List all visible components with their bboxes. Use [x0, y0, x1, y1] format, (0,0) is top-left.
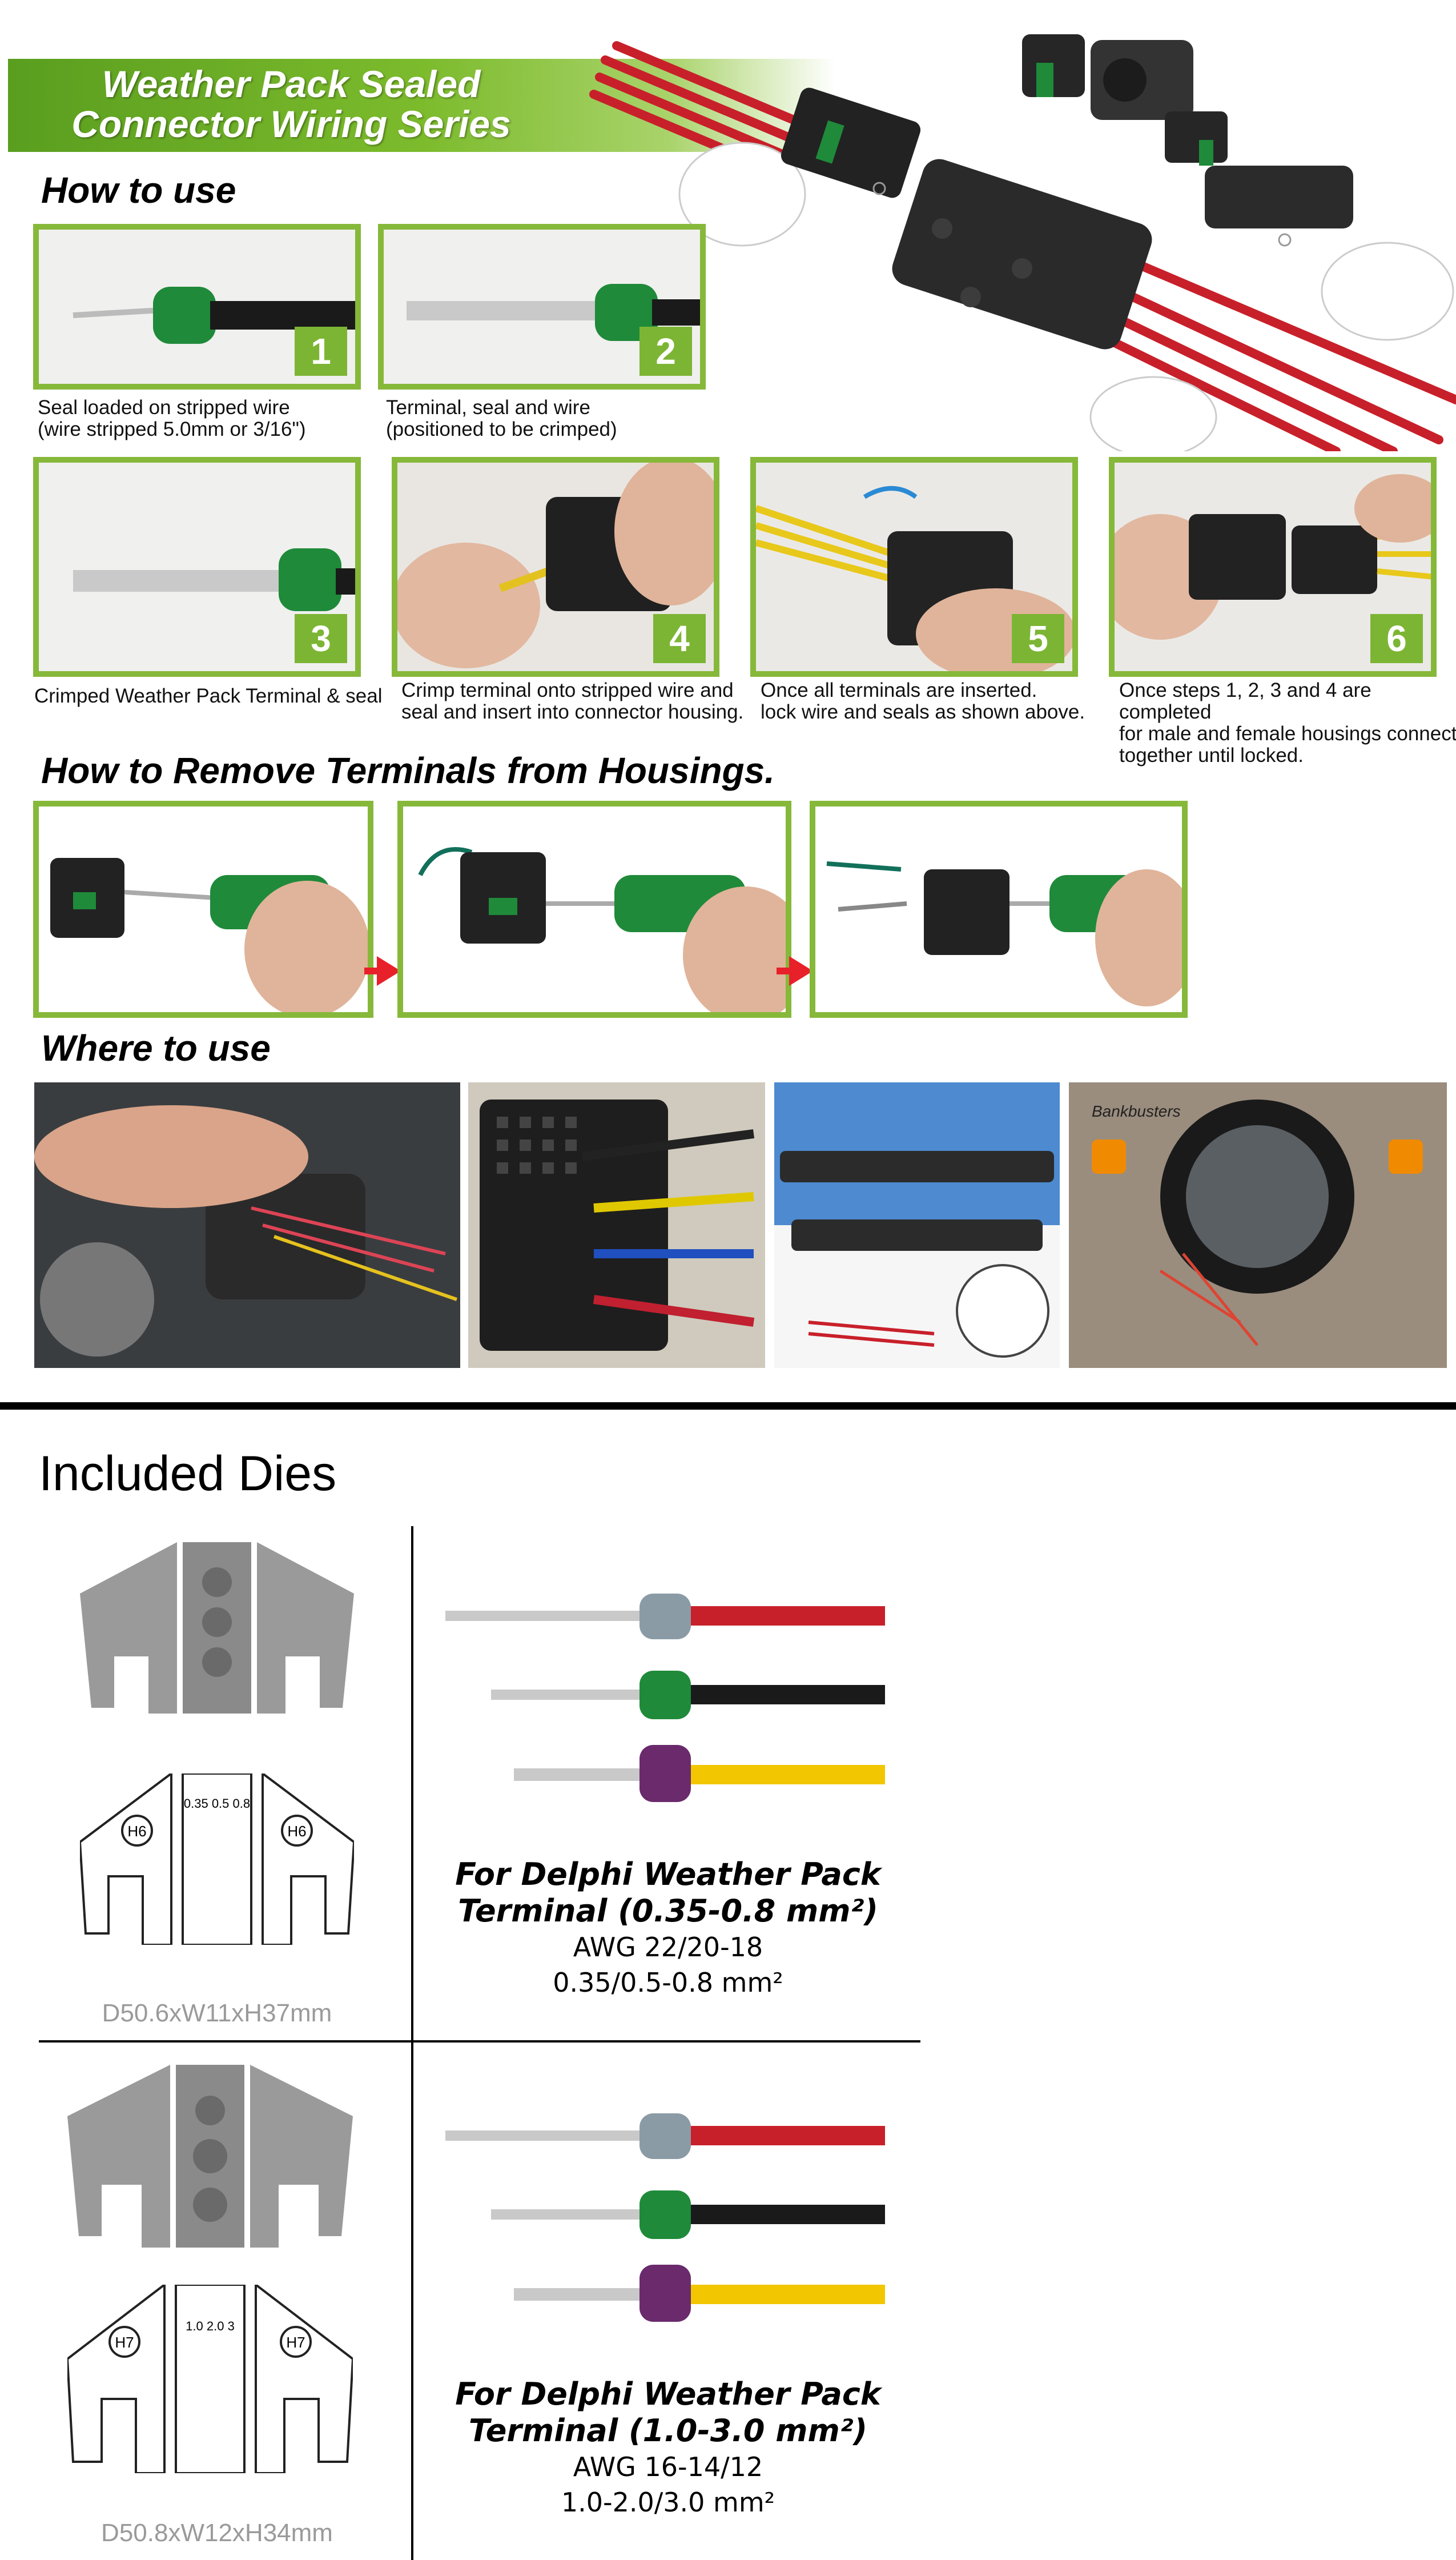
die-h6-photo	[80, 1542, 354, 1714]
step-1-panel: 1	[33, 224, 361, 390]
step-4-illustration	[397, 463, 714, 671]
included-dies-heading: Included Dies	[39, 1446, 337, 1501]
die-h6-terminals	[445, 1594, 885, 1802]
banner-line-2: Connector Wiring Series	[71, 103, 511, 145]
remove-step-3-panel	[810, 801, 1188, 1018]
step-6-caption: Once steps 1, 2, 3 and 4 are completed f…	[1119, 679, 1456, 767]
usage-photo-light-bar	[774, 1082, 1060, 1368]
die-h6-title-line-2: Terminal (0.35-0.8 mm²)	[458, 1893, 878, 1929]
die-h7-code-right: H7	[286, 2334, 305, 2351]
step-5-panel: 5	[750, 457, 1078, 677]
connector-product-photo	[589, 34, 1456, 451]
usage-photo-engine	[34, 1082, 460, 1368]
step-6-panel: 6	[1109, 457, 1437, 677]
die-h7-awg: AWG 16-14/12	[573, 2451, 763, 2482]
step-4-panel: 4	[392, 457, 719, 677]
die-h6-code-left: H6	[127, 1823, 146, 1840]
usage-photo-motorcycle: Bankbusters	[1069, 1082, 1447, 1368]
step-2-caption: Terminal, seal and wire (positioned to b…	[386, 396, 617, 440]
remove-step-3-illustration	[815, 806, 1182, 1012]
step-1-number-badge: 1	[295, 327, 347, 376]
usage-photo-fuse-box	[468, 1082, 765, 1368]
step-3-caption: Crimped Weather Pack Terminal & seal	[34, 685, 383, 707]
title-banner-text: Weather Pack Sealed Connector Wiring Ser…	[34, 64, 548, 144]
die-h6-code-right: H6	[287, 1823, 306, 1840]
die-h7-terminals	[445, 2113, 885, 2322]
die-h6-sizes: 0.35/0.5-0.8 mm²	[553, 1967, 783, 1998]
remove-step-2-illustration	[403, 806, 786, 1012]
step-4-caption: Crimp terminal onto stripped wire and se…	[401, 679, 744, 723]
step-5-illustration	[756, 463, 1072, 671]
step-2-number-badge: 2	[639, 327, 692, 376]
die-h7-dimensions: D50.8xW12xH34mm	[101, 2519, 333, 2547]
step-3-number-badge: 3	[295, 614, 347, 663]
step-2-panel: 2	[378, 224, 706, 390]
remove-step-1-illustration	[39, 806, 368, 1012]
remove-arrow-1-icon	[377, 956, 401, 986]
step-3-panel: 3	[33, 457, 361, 677]
die-h7-title-line-1: For Delphi Weather Pack	[455, 2376, 881, 2412]
dies-horizontal-divider	[39, 2040, 920, 2043]
step-6-number-badge: 6	[1370, 614, 1423, 663]
step-5-caption: Once all terminals are inserted. lock wi…	[761, 679, 1085, 723]
die-h6-marks: 0.35 0.5 0.8	[184, 1796, 250, 1811]
die-h7-drawing: H7 H7 1.0 2.0 3	[67, 2285, 353, 2473]
step-1-caption: Seal loaded on stripped wire (wire strip…	[38, 396, 306, 440]
remove-step-1-panel	[33, 801, 373, 1018]
die-h6-title-line-1: For Delphi Weather Pack	[455, 1856, 881, 1892]
die-h6-description: For Delphi Weather Pack Terminal (0.35-0…	[411, 1856, 925, 2000]
die-h7-photo	[67, 2065, 353, 2248]
dies-vertical-divider	[411, 1526, 413, 2560]
remove-arrow-2-icon	[789, 956, 813, 986]
step-5-number-badge: 5	[1012, 614, 1064, 663]
banner-line-1: Weather Pack Sealed	[102, 63, 481, 105]
remove-terminals-heading: How to Remove Terminals from Housings.	[41, 750, 775, 791]
step-1-illustration	[39, 230, 355, 384]
how-to-use-heading: How to use	[41, 170, 236, 211]
die-h6-awg: AWG 22/20-18	[573, 1932, 763, 1963]
die-h7-code-left: H7	[115, 2334, 134, 2351]
die-h6-dimensions: D50.6xW11xH37mm	[102, 1999, 332, 2027]
where-to-use-heading: Where to use	[41, 1028, 271, 1069]
die-h7-sizes: 1.0-2.0/3.0 mm²	[561, 2487, 775, 2518]
die-h6-drawing: H6 H6 0.35 0.5 0.8	[80, 1773, 354, 1945]
section-divider	[0, 1402, 1456, 1410]
die-h7-description: For Delphi Weather Pack Terminal (1.0-3.…	[411, 2376, 925, 2520]
die-h7-title-line-2: Terminal (1.0-3.0 mm²)	[468, 2413, 868, 2449]
die-h7-marks: 1.0 2.0 3	[186, 2319, 235, 2333]
bankbusters-label: Bankbusters	[1092, 1102, 1181, 1120]
step-4-number-badge: 4	[653, 614, 706, 663]
remove-step-2-panel	[397, 801, 791, 1018]
